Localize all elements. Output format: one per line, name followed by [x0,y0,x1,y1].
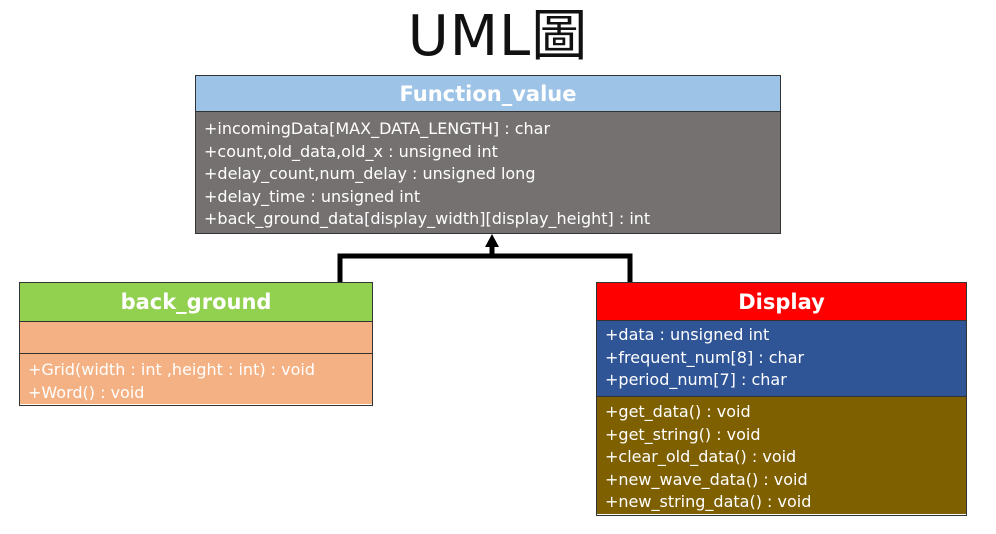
class-attributes: +data : unsigned int +frequent_num[8] : … [597,321,966,396]
attribute: +period_num[7] : char [605,370,787,389]
attribute: +incomingData[MAX_DATA_LENGTH] : char [204,119,551,138]
attribute: +frequent_num[8] : char [605,347,805,367]
operation: +get_string() : void [605,424,761,444]
attribute: +delay_time : unsigned int [204,186,421,206]
operation: +get_data() : void [605,402,751,421]
diagram-title: UML圖 [407,4,589,69]
class-operations: +Grid(width : int ,height : int) : void … [20,353,372,404]
class-attributes: +incomingData[MAX_DATA_LENGTH] : char +c… [196,112,780,233]
operation: +new_wave_data() : void [605,469,808,489]
inheritance-line [337,253,633,282]
class-attributes [20,322,372,353]
operation: +Grid(width : int ,height : int) : void [28,360,316,379]
attribute: +delay_count,num_delay : unsigned long [204,164,536,183]
class-display: Display +data : unsigned int +frequent_n… [596,282,967,516]
attribute: +back_ground_data[display_width][display… [204,209,651,228]
attribute: +count,old_data,old_x : unsigned int [204,141,498,161]
class-function-value: Function_value +incomingData[MAX_DATA_LE… [195,75,781,234]
class-operations: +get_data() : void +get_string() : void … [597,396,966,514]
class-name: Function_value [196,76,780,112]
class-back-ground: back_ground +Grid(width : int ,height : … [19,282,373,406]
class-name: Display [597,283,966,321]
operation: +new_string_data() : void [605,492,812,511]
operation: +clear_old_data() : void [605,447,797,466]
operation: +Word() : void [28,382,145,402]
class-name: back_ground [20,283,372,322]
inheritance-arrowhead [485,234,499,247]
attribute: +data : unsigned int [605,325,770,344]
